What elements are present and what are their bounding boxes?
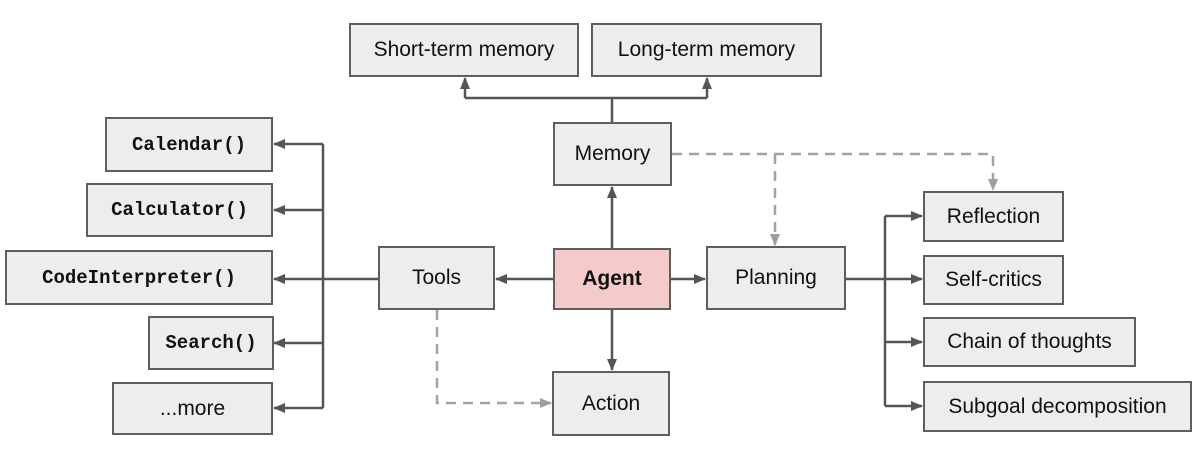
calculator-label: Calculator() [111,199,248,221]
node-agent: Agent [553,248,671,310]
node-code-interpreter: CodeInterpreter() [5,250,273,305]
node-search: Search() [148,316,274,370]
self-critics-label: Self-critics [945,268,1042,291]
node-more: ...more [112,382,273,435]
tools-label: Tools [411,266,462,289]
action-label: Action [581,391,641,415]
planning-label: Planning [735,266,817,289]
node-short-term-memory: Short-term memory [349,23,579,77]
node-reflection: Reflection [923,191,1064,242]
node-calculator: Calculator() [86,183,273,237]
agent-label: Agent [582,267,642,290]
node-action: Action [552,371,670,436]
chain-of-thoughts-label: Chain of thoughts [947,330,1112,353]
edge-memory-reflection-dashed [672,152,998,191]
node-planning: Planning [706,246,846,310]
node-memory: Memory [553,122,672,186]
node-calendar: Calendar() [105,117,273,172]
more-label: ...more [159,396,226,420]
node-self-critics: Self-critics [923,255,1064,305]
calendar-label: Calendar() [131,133,247,156]
edge-memory-fanout [465,96,707,122]
node-long-term-memory: Long-term memory [591,23,822,77]
reflection-label: Reflection [946,204,1041,228]
node-tools: Tools [378,246,495,310]
edge-tools-action-dashed [435,310,552,408]
long-term-memory-label: Long-term memory [617,38,796,61]
node-subgoal-decomposition: Subgoal decomposition [923,381,1192,432]
node-chain-of-thoughts: Chain of thoughts [923,317,1136,367]
short-term-memory-label: Short-term memory [373,38,555,61]
memory-label: Memory [574,142,651,165]
code-interpreter-label: CodeInterpreter() [42,266,236,289]
edge-tools-trunk [321,144,378,408]
search-label: Search() [165,332,257,354]
edge-planning-trunk [846,216,887,406]
subgoal-decomposition-label: Subgoal decomposition [948,394,1167,418]
